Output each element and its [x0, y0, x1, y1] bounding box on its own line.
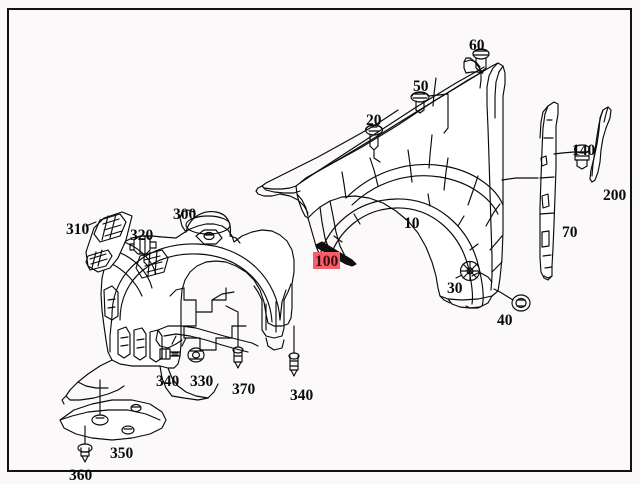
callout-50: 50 [413, 78, 429, 95]
callout-370: 370 [232, 381, 256, 398]
callout-40: 40 [497, 312, 513, 329]
callout-10: 10 [404, 215, 420, 232]
callout-330: 330 [190, 373, 214, 390]
callout-300: 300 [173, 206, 197, 223]
callout-320: 320 [130, 227, 154, 244]
callout-100-highlighted: 100 [313, 252, 340, 270]
callout-140: 140 [572, 142, 596, 159]
callout-60: 60 [469, 37, 485, 54]
callout-70: 70 [562, 224, 578, 241]
callout-310: 310 [66, 221, 90, 238]
callout-350: 350 [110, 445, 134, 462]
callout-340-left: 340 [156, 373, 180, 390]
highlight-box [313, 252, 340, 269]
callout-20: 20 [366, 112, 382, 129]
callout-360: 360 [69, 467, 93, 484]
callout-100-label: 100 [315, 253, 339, 270]
callout-200: 200 [603, 187, 627, 204]
callout-340-right: 340 [290, 387, 314, 404]
callout-30: 30 [447, 280, 463, 297]
